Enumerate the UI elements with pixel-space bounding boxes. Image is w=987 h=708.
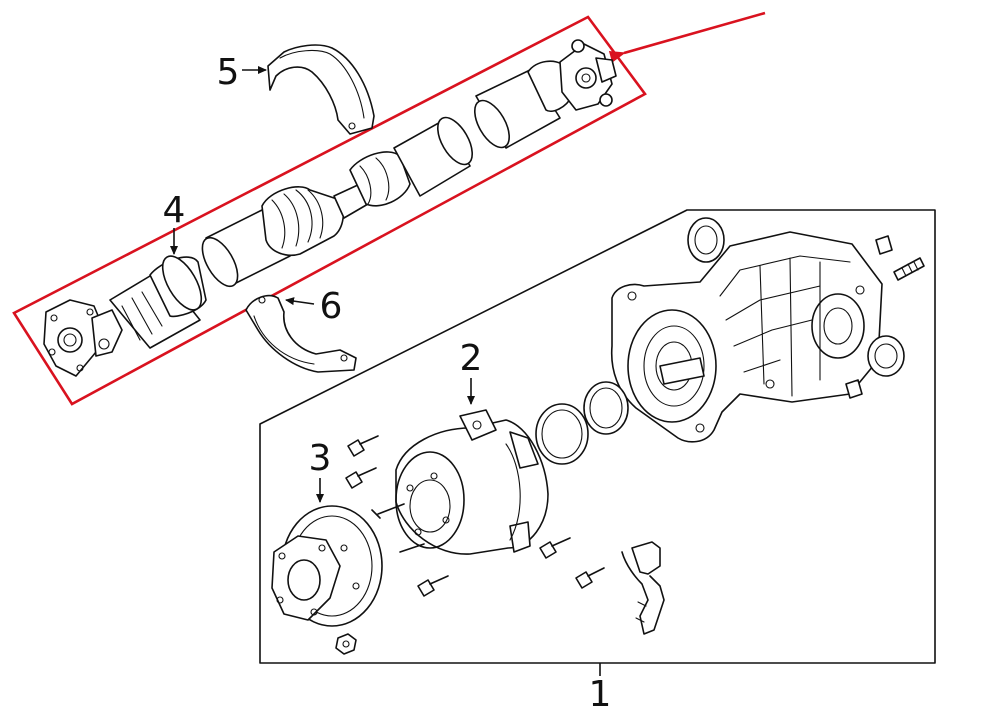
driveshaft-assembly	[43, 39, 617, 377]
center-bearing	[349, 116, 473, 207]
axle-seal-right	[867, 335, 905, 377]
bolt-2	[345, 467, 377, 489]
callout-6: 6	[285, 286, 343, 327]
front-flange-yoke	[559, 39, 617, 111]
wiring-connector	[621, 541, 665, 635]
callout-3: 3	[309, 438, 332, 503]
callout-4: 4	[163, 190, 186, 255]
svg-text:2: 2	[460, 338, 483, 379]
tube-section-front	[474, 60, 573, 149]
svg-text:3: 3	[309, 438, 332, 479]
bolt-4	[539, 537, 571, 559]
axle-seal-left	[687, 217, 725, 263]
coupling-assembly	[371, 409, 549, 555]
o-ring-large	[535, 403, 589, 465]
bolt-1	[347, 435, 379, 457]
bracket-upper	[267, 44, 375, 135]
cv-boot	[261, 183, 369, 256]
tube-section-rear	[109, 255, 207, 349]
callout-2: 2	[460, 338, 483, 405]
differential-group-box	[259, 209, 936, 676]
flange-assembly	[271, 505, 383, 627]
bolt-3	[417, 575, 449, 597]
rear-flange-yoke	[43, 299, 123, 377]
callout-1: 1	[589, 674, 612, 708]
vent-plug	[875, 235, 893, 255]
driveshaft-highlight-box	[12, 11, 766, 406]
stud-pin	[893, 257, 925, 281]
svg-text:6: 6	[320, 286, 343, 327]
o-ring-small	[583, 381, 629, 435]
svg-text:5: 5	[217, 52, 240, 93]
callout-5: 5	[217, 52, 267, 93]
nut	[335, 633, 357, 655]
bolt-5	[575, 567, 605, 589]
svg-text:1: 1	[589, 674, 612, 708]
bracket-lower	[245, 294, 357, 373]
drain-plug	[845, 379, 863, 399]
svg-text:4: 4	[163, 190, 186, 231]
differential-housing	[610, 231, 883, 443]
